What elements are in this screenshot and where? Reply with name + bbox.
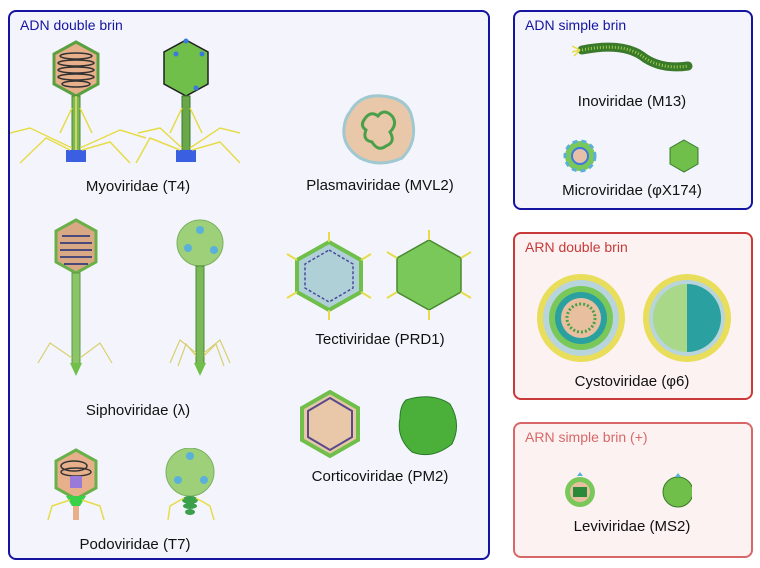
plasmaviridae-illustration: [342, 94, 416, 165]
cystoviridae-surface-icon: [643, 274, 731, 362]
group-title: ARN simple brin (+): [525, 429, 648, 445]
group-title: ADN simple brin: [525, 17, 627, 33]
microviridae-illustration: [563, 139, 699, 173]
corticoviridae-surface-icon: [398, 396, 457, 456]
group-rna-single-stranded-positive: ARN simple brin (+): [513, 422, 753, 558]
cystoviridae-illustration: [537, 274, 731, 362]
microviridae-surface-icon: [669, 139, 699, 173]
plasmaviridae-icon: [342, 94, 416, 165]
podoviridae-surface-icon: [165, 448, 215, 521]
siphoviridae-surface-icon: [169, 219, 231, 376]
corticoviridae-illustration: [300, 390, 457, 459]
siphoviridae-illustration: [37, 218, 231, 376]
tectiviridae-illustration: [286, 230, 472, 320]
family-label-siphoviridae: Siphoviridae (λ): [85, 402, 191, 419]
family-label-microviridae: Microviridae (φX174): [562, 182, 702, 199]
group-dna-single-stranded: ADN simple brin: [513, 10, 753, 210]
myoviridae-surface-icon: [135, 38, 240, 164]
group-title: ADN double brin: [20, 17, 123, 33]
cystoviridae-section-icon: [537, 274, 625, 362]
family-label-cystoviridae: Cystoviridae (φ6): [574, 373, 690, 390]
family-label-tectiviridae: Tectiviridae (PRD1): [315, 331, 445, 348]
leviviridae-surface-icon: [662, 473, 692, 508]
corticoviridae-section-icon: [300, 390, 360, 459]
family-label-inoviridae: Inoviridae (M13): [577, 93, 687, 110]
family-label-corticoviridae: Corticoviridae (PM2): [311, 468, 449, 485]
inoviridae-filament-icon: [572, 42, 693, 72]
myoviridae-illustration: [10, 38, 240, 164]
tectiviridae-surface-icon: [386, 230, 472, 320]
tectiviridae-section-icon: [286, 232, 372, 320]
podoviridae-section-icon: [47, 448, 105, 521]
podoviridae-illustration: [47, 448, 215, 521]
family-label-plasmaviridae: Plasmaviridae (MVL2): [306, 177, 454, 194]
inoviridae-illustration: [572, 42, 693, 72]
microviridae-section-icon: [563, 139, 597, 173]
family-label-leviviridae: Leviviridae (MS2): [573, 518, 691, 535]
leviviridae-illustration: [565, 472, 692, 508]
family-label-myoviridae: Myoviridae (T4): [85, 178, 191, 195]
siphoviridae-section-icon: [37, 218, 113, 376]
family-label-podoviridae: Podoviridae (T7): [79, 536, 191, 553]
group-title: ARN double brin: [525, 239, 628, 255]
myoviridae-section-icon: [10, 40, 147, 164]
leviviridae-section-icon: [565, 472, 595, 507]
